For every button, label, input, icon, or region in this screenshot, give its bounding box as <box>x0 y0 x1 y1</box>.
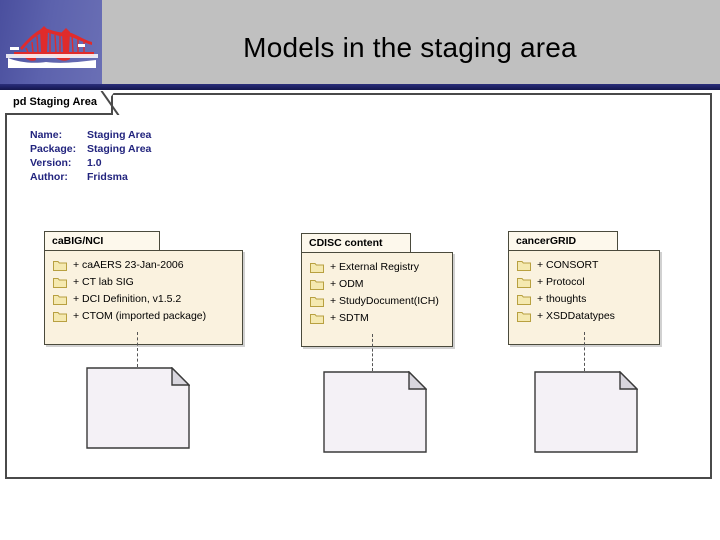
slide-bottom-strip <box>0 479 720 540</box>
metadata-row-version: Version: 1.0 <box>30 156 151 170</box>
package-item-label: + External Registry <box>330 261 419 273</box>
package-item[interactable]: + Protocol <box>517 274 659 291</box>
package-tab-cdisc-content: CDISC content <box>301 233 411 253</box>
package-item-label: + thoughts <box>537 293 587 305</box>
package-item-label: + DCI Definition, v1.5.2 <box>73 293 182 305</box>
folder-icon <box>517 295 531 305</box>
package-name-cabig-nci: caBIG/NCI <box>52 235 104 247</box>
folder-icon <box>517 278 531 288</box>
package-name-cdisc-content: CDISC content <box>309 237 383 249</box>
slide-header: Models in the staging area <box>0 0 720 84</box>
bridge-logo-icon <box>6 26 98 68</box>
package-item[interactable]: + CONSORT <box>517 257 659 274</box>
metadata-value-version: 1.0 <box>87 157 102 169</box>
folder-icon <box>53 261 67 271</box>
metadata-key-package: Package: <box>30 143 77 155</box>
metadata-key-author: Author: <box>30 171 68 183</box>
metadata-row-package: Package: Staging Area <box>30 142 151 156</box>
header-accent-rule <box>0 84 720 90</box>
metadata-key-version: Version: <box>30 157 72 169</box>
package-item[interactable]: + CTOM (imported package) <box>53 308 242 325</box>
package-item-label: + SDTM <box>330 312 369 324</box>
package-item-label: + StudyDocument(ICH) <box>330 295 439 307</box>
metadata-value-author: Fridsma <box>87 171 128 183</box>
diagram-frame-tab: pd Staging Area <box>5 91 115 115</box>
diagram-metadata: Name: Staging Area Package: Staging Area V… <box>30 128 151 184</box>
package-item-label: + CT lab SIG <box>73 276 134 288</box>
connector-cdisc-to-note <box>372 334 373 371</box>
metadata-value-name: Staging Area <box>87 129 152 141</box>
folder-icon <box>53 312 67 322</box>
package-item[interactable]: + ODM <box>310 276 452 293</box>
package-item[interactable]: + External Registry <box>310 259 452 276</box>
folder-icon <box>53 278 67 288</box>
note-shape-2[interactable] <box>323 371 427 453</box>
page-title: Models in the staging area <box>243 32 577 63</box>
package-tab-cancergrid: cancerGRID <box>508 231 618 251</box>
folder-icon <box>53 295 67 305</box>
diagram-frame-tab-label: pd Staging Area <box>13 96 97 108</box>
package-body-cabig-nci: + caAERS 23-Jan-2006 + CT lab SIG + DCI … <box>44 250 243 345</box>
package-item-label: + caAERS 23-Jan-2006 <box>73 259 184 271</box>
connector-cabig-to-note <box>137 332 138 367</box>
package-item[interactable]: + CT lab SIG <box>53 274 242 291</box>
metadata-key-name: Name: <box>30 129 63 141</box>
package-body-cancergrid: + CONSORT + Protocol + thoughts + XSDDat… <box>508 250 660 345</box>
package-item-label: + CTOM (imported package) <box>73 310 207 322</box>
package-tab-cabig-nci: caBIG/NCI <box>44 231 160 251</box>
folder-icon <box>310 297 324 307</box>
package-item[interactable]: + caAERS 23-Jan-2006 <box>53 257 242 274</box>
package-name-cancergrid: cancerGRID <box>516 235 577 247</box>
package-item[interactable]: + SDTM <box>310 310 452 327</box>
metadata-row-name: Name: Staging Area <box>30 128 151 142</box>
package-item-label: + Protocol <box>537 276 585 288</box>
folder-icon <box>517 261 531 271</box>
package-item-label: + CONSORT <box>537 259 599 271</box>
uml-diagram-frame: pd Staging Area Name: Staging Area Packag… <box>5 91 712 479</box>
connector-cancergrid-to-note <box>584 332 585 371</box>
folder-icon <box>310 263 324 273</box>
logo-panel <box>0 0 102 84</box>
package-item[interactable]: + DCI Definition, v1.5.2 <box>53 291 242 308</box>
folder-icon <box>517 312 531 322</box>
note-shape-3[interactable] <box>534 371 638 453</box>
package-item[interactable]: + thoughts <box>517 291 659 308</box>
note-shape-1[interactable] <box>86 367 190 449</box>
header-rule-shadow <box>0 90 720 92</box>
package-item[interactable]: + StudyDocument(ICH) <box>310 293 452 310</box>
metadata-row-author: Author: Fridsma <box>30 170 151 184</box>
package-body-cdisc-content: + External Registry + ODM + StudyDocumen… <box>301 252 453 347</box>
folder-icon <box>310 280 324 290</box>
metadata-value-package: Staging Area <box>87 143 152 155</box>
frame-tab-notch-line <box>97 91 121 115</box>
folder-icon <box>310 314 324 324</box>
package-item-label: + XSDDatatypes <box>537 310 615 322</box>
package-item[interactable]: + XSDDatatypes <box>517 308 659 325</box>
package-item-label: + ODM <box>330 278 364 290</box>
